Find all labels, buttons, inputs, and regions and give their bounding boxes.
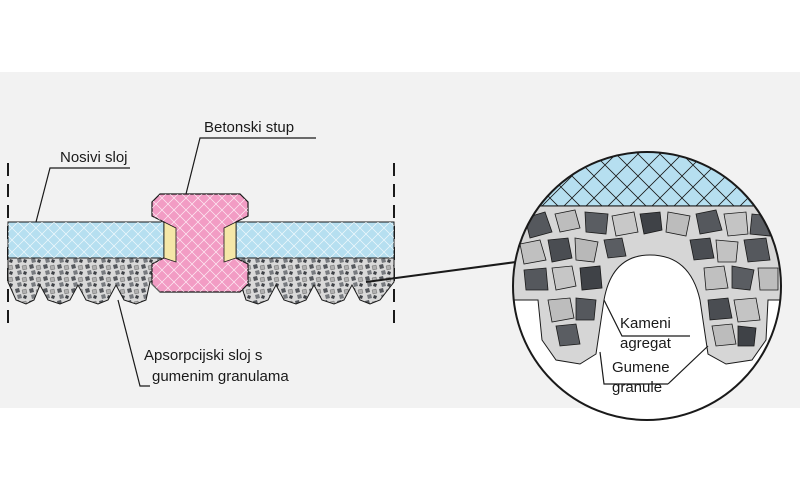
label-apsorpcijski-line1: Apsorpcijski sloj s (144, 347, 262, 364)
label-kameni: Kameni (620, 315, 671, 332)
absorption-layer-right (231, 257, 395, 305)
gumene-granule-leader-2 (667, 345, 709, 385)
label-apsorpcijski-line2: gumenim granulama (152, 368, 289, 385)
nosivi-sloj-leader (35, 167, 130, 223)
label-gumene: Gumene (612, 359, 670, 376)
zoom-connector-line (365, 261, 517, 283)
label-nosivi-sloj: Nosivi sloj (60, 149, 128, 166)
label-betonski-stup: Betonski stup (204, 119, 294, 136)
kameni-agregat-leader (603, 299, 690, 337)
label-granule: granule (612, 379, 662, 396)
gumene-granule-leader (599, 351, 668, 385)
betonski-stup-leader (185, 137, 316, 195)
adhesive-strip-left (163, 221, 177, 263)
detail-circle-outline (512, 151, 782, 421)
stone-and-rubber-particles (519, 209, 779, 347)
absorption-layer-left (7, 257, 169, 305)
apsorpcijski-leader (117, 299, 150, 387)
label-agregat: agregat (620, 335, 672, 352)
adhesive-strip-right (223, 221, 237, 263)
